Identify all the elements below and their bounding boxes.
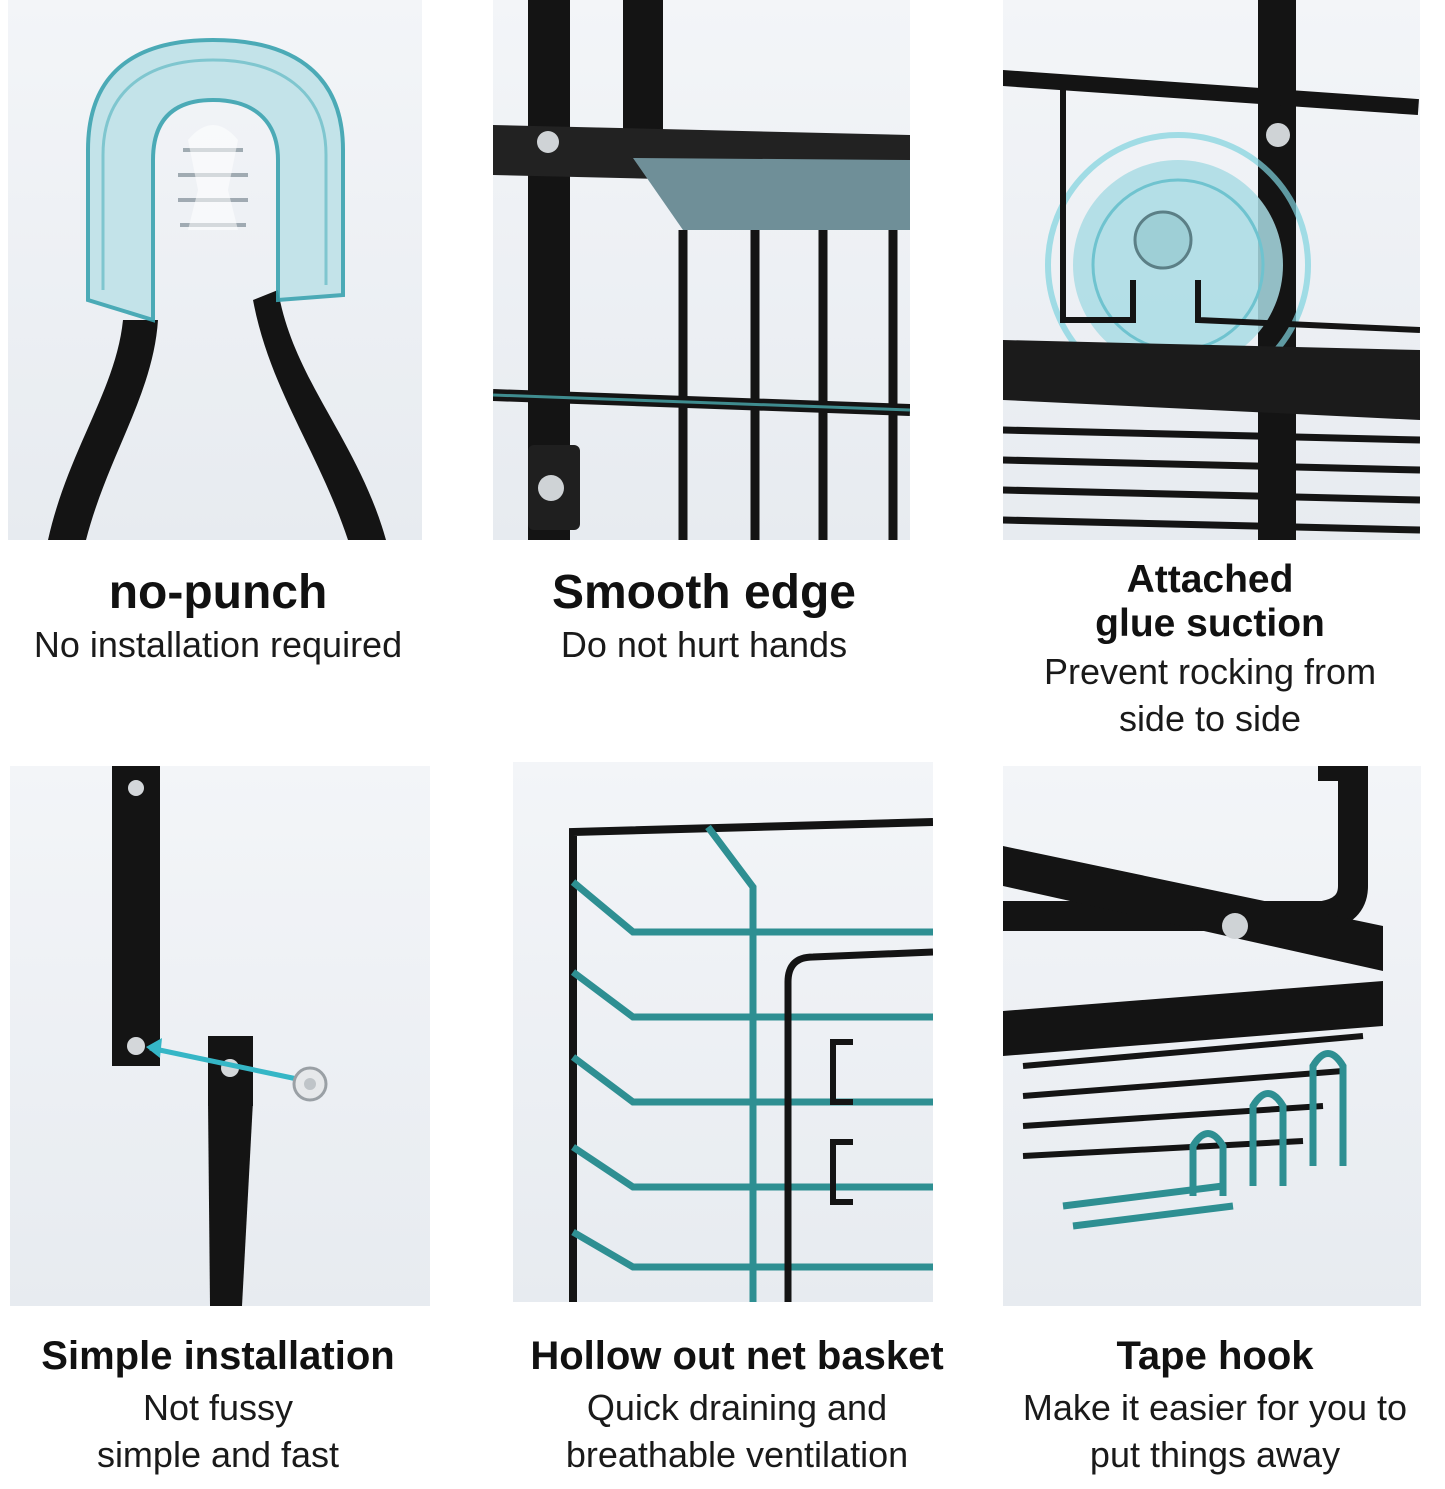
feature-subtitle-line-1: Not fussy [142,1386,294,1428]
feature-subtitle-line-1: Prevent rocking from [1043,651,1377,693]
no-punch-hook-photo [8,0,422,540]
feature-subtitle-line-1: Quick draining and [586,1386,888,1428]
feature-subtitle-line-2: put things away [1089,1433,1341,1475]
feature-title: Simple installation [41,1334,395,1378]
feature-title: Hollow out net basket [530,1334,944,1378]
net-basket-photo [513,762,933,1302]
feature-caption-no-punch: no-punch No installation required [0,566,436,669]
feature-caption-glue-suction: Attached glue suction Prevent rocking fr… [990,558,1430,743]
feature-caption-simple-installation: Simple installation Not fussy simple and… [0,1334,436,1478]
feature-subtitle-line-2: side to side [1118,698,1302,740]
simple-installation-photo [10,766,430,1306]
feature-title: Smooth edge [551,566,856,619]
feature-title-line-1: Attached [1126,558,1294,601]
feature-subtitle: No installation required [33,623,403,665]
tape-hook-photo [1003,766,1421,1306]
feature-subtitle: Do not hurt hands [560,623,848,665]
glue-suction-photo [1003,0,1420,540]
feature-subtitle-line-2: breathable ventilation [565,1433,909,1475]
feature-title: no-punch [108,566,328,619]
feature-caption-smooth-edge: Smooth edge Do not hurt hands [488,566,920,669]
feature-caption-net-basket: Hollow out net basket Quick draining and… [488,1334,986,1478]
feature-subtitle-line-2: simple and fast [96,1433,340,1475]
smooth-edge-photo [493,0,910,540]
feature-caption-tape-hook: Tape hook Make it easier for you to put … [985,1334,1445,1478]
feature-title-line-2: glue suction [1095,601,1325,645]
feature-subtitle-line-1: Make it easier for you to [1022,1386,1408,1428]
feature-title: Tape hook [1116,1334,1314,1378]
